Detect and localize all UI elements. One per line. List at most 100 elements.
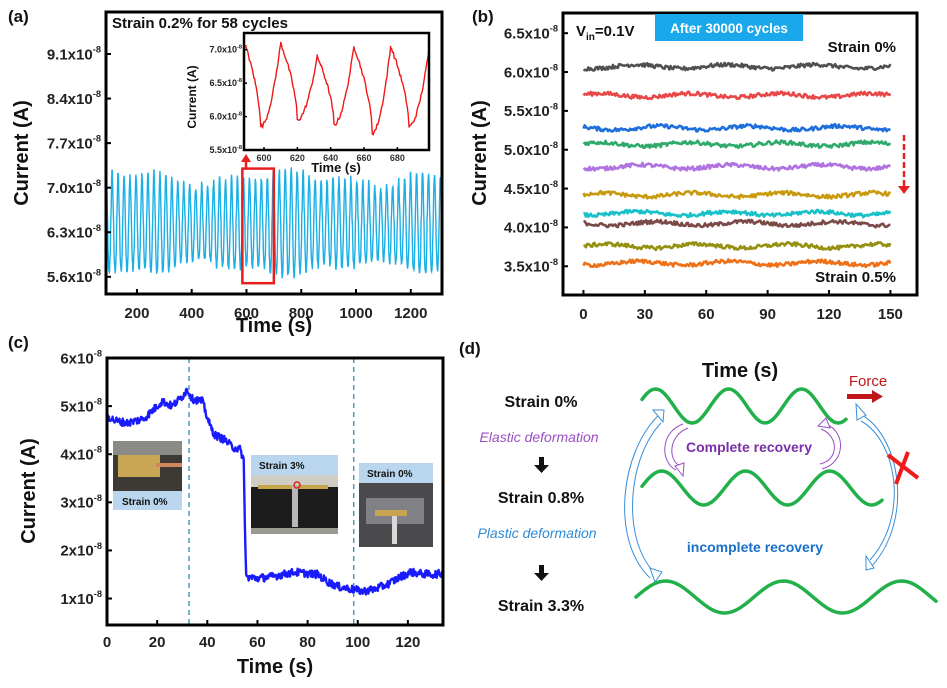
- inset-ylabel: Current (A): [185, 65, 199, 128]
- x-tick-label: 1200: [394, 305, 427, 322]
- series-line: [106, 387, 445, 596]
- photo-caption-bg: [113, 491, 182, 510]
- y-tick-label: 3x10-8: [60, 493, 102, 512]
- y-tick-label: 5.5x10-8: [210, 145, 243, 155]
- y-tick-label: 1x10-8: [60, 589, 102, 608]
- photo-caption: Strain 0%: [122, 497, 168, 508]
- y-tick-label: 6.5x10-8: [504, 24, 558, 43]
- chart-b-title: After 30000 cycles: [670, 21, 788, 36]
- x-tick-label: 0: [103, 634, 111, 651]
- x-tick-label: 800: [289, 305, 314, 322]
- inset-xlabel: Time (s): [311, 160, 361, 175]
- chart-b-xticks: 0 30 60 90 120 150: [579, 290, 903, 323]
- x-tick-label: 640: [323, 153, 338, 163]
- series-line-line-8: [583, 218, 891, 229]
- panel-label-d: (d): [459, 339, 481, 358]
- chart-a-highlight-arrow: [241, 154, 251, 169]
- inset-yticks: 5.5x10-8 6.0x10-8 6.5x10-8 7.0x10-8: [210, 45, 247, 155]
- chart-b-condition-sub: in: [586, 32, 595, 43]
- series-line-line-1: [582, 61, 892, 72]
- x-tick-label: 40: [199, 634, 216, 651]
- y-tick-label: 6.5x10-8: [210, 78, 243, 88]
- wave-strain-3-3: [634, 579, 938, 615]
- panel-label-b: (b): [472, 7, 494, 26]
- plastic-deformation-label: Plastic deformation: [477, 525, 596, 541]
- series-line-line-3: [582, 122, 891, 133]
- wave-strain-0: [640, 387, 848, 425]
- y-tick-label: 9.1x10-8: [47, 45, 101, 64]
- y-tick-label: 6.3x10-8: [47, 223, 101, 242]
- chart-c-series: [106, 387, 445, 596]
- y-tick-label: 5.5x10-8: [504, 101, 558, 120]
- x-tick-label: 80: [299, 634, 316, 651]
- photo-caption-bg: [251, 455, 338, 475]
- x-tick-label: 90: [759, 306, 776, 323]
- x-tick-label: 0: [579, 306, 587, 323]
- x-tick-label: 60: [698, 306, 715, 323]
- photo-strain-0-left: Strain 0%: [113, 441, 182, 510]
- chart-b-xlabel: Time (s): [702, 360, 778, 382]
- chart-a-frame: [104, 10, 444, 296]
- y-tick-label: 2x10-8: [60, 541, 102, 560]
- chart-b-title-badge: [655, 14, 803, 41]
- inset-series: [245, 41, 430, 136]
- photo-strain-3: Strain 3%: [251, 455, 338, 534]
- complete-recovery-arrow-right-icon: [816, 417, 841, 470]
- y-tick-label: 7.7x10-8: [47, 134, 101, 153]
- series-line-line-10: [582, 258, 892, 269]
- inset-bg: [244, 33, 429, 150]
- series-line-line-6: [582, 189, 892, 200]
- y-tick-label: 5.0x10-8: [504, 140, 558, 159]
- chart-b-condition: Vin=0.1V: [576, 23, 635, 43]
- y-tick-label: 5x10-8: [60, 397, 102, 416]
- series-line-line-4: [582, 139, 892, 150]
- x-tick-label: 120: [395, 634, 420, 651]
- x-tick-label: 120: [816, 306, 841, 323]
- x-tick-label: 680: [390, 153, 405, 163]
- force-arrow-icon: [847, 390, 883, 403]
- x-tick-label: 150: [878, 306, 903, 323]
- x-tick-label: 30: [637, 306, 654, 323]
- state-strain-0: Strain 0%: [505, 394, 578, 411]
- series-line-line-2: [582, 90, 892, 101]
- y-tick-label: 6.0x10-8: [210, 112, 243, 122]
- wave-strain-0-8: [640, 469, 884, 507]
- chart-b-ylabel: Current (A): [469, 100, 491, 206]
- chart-b-yticks: 3.5x10-84.0x10-84.5x10-85.0x10-85.5x10-8…: [504, 24, 568, 276]
- chart-b-annotation-top: Strain 0%: [828, 39, 896, 56]
- chart-a-xlabel: Time (s): [236, 315, 312, 337]
- complete-recovery-arrow-left-icon: [664, 423, 689, 478]
- chart-c-xlabel: Time (s): [237, 656, 313, 678]
- panel-label-a: (a): [8, 7, 29, 26]
- photo-caption: Strain 3%: [259, 461, 305, 472]
- photo-caption-bg: [359, 463, 433, 483]
- y-tick-label: 7.0x10-8: [210, 45, 243, 55]
- chart-a-ylabel: Current (A): [11, 100, 33, 206]
- x-tick-label: 600: [234, 305, 259, 322]
- down-arrow-icon: [534, 457, 549, 473]
- x-tick-label: 600: [256, 153, 271, 163]
- x-tick-label: 20: [149, 634, 166, 651]
- y-tick-label: 3.5x10-8: [504, 257, 558, 276]
- chart-a-highlight-box: [241, 167, 276, 285]
- series-line-line-7: [582, 208, 892, 219]
- panel-label-c: (c): [8, 333, 29, 352]
- diagram-d: Strain 0% Elastic deformation Strain 0.8…: [477, 373, 938, 615]
- inset-series-line: [245, 41, 430, 136]
- y-tick-label: 7.0x10-8: [47, 178, 101, 197]
- x-tick-label: 620: [290, 153, 305, 163]
- y-tick-label: 4.5x10-8: [504, 179, 558, 198]
- chart-b-trend-arrow: [898, 135, 910, 194]
- x-tick-label: 200: [124, 305, 149, 322]
- force-label: Force: [849, 373, 887, 390]
- state-strain-3-3: Strain 3.3%: [498, 598, 584, 615]
- y-tick-label: 6x10-8: [60, 349, 102, 368]
